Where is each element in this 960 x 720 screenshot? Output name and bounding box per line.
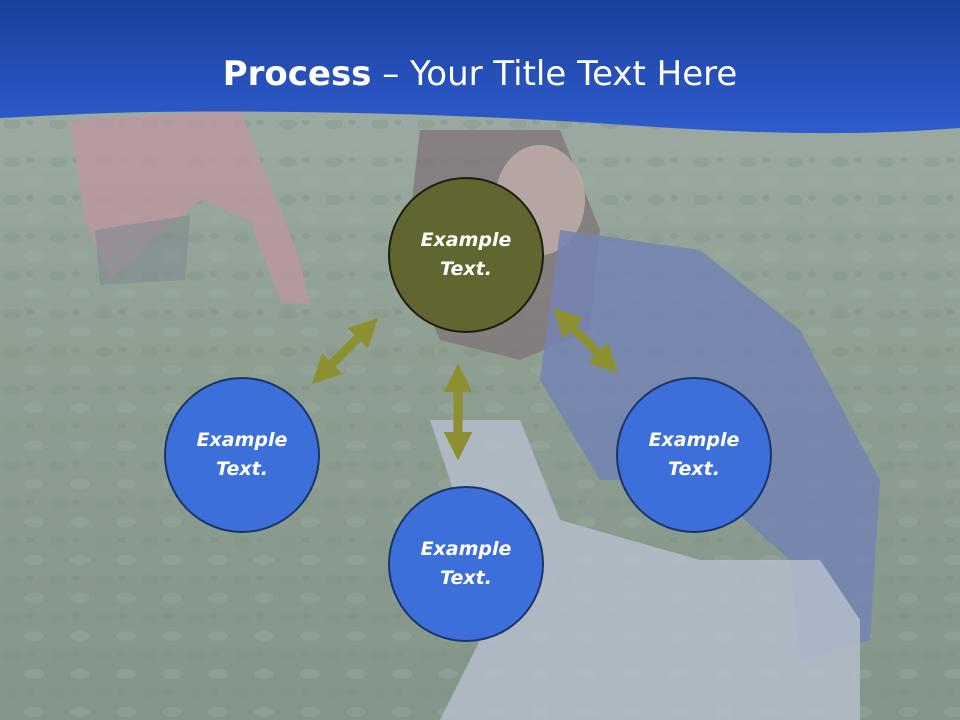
title-bold: Process — [222, 54, 372, 94]
title-rest: – Your Title Text Here — [371, 54, 738, 94]
node-right-text: Example Text. — [648, 429, 740, 480]
header-banner — [0, 0, 960, 134]
arrow-top-left — [311, 317, 379, 385]
page-title: Process – Your Title Text Here — [0, 52, 960, 96]
node-top-text: Example Text. — [420, 229, 512, 280]
node-top: Example Text. — [388, 177, 544, 333]
node-bottom-text: Example Text. — [420, 538, 512, 589]
node-left: Example Text. — [164, 377, 320, 533]
node-left-text: Example Text. — [196, 429, 288, 480]
node-right: Example Text. — [616, 377, 772, 533]
node-bottom: Example Text. — [388, 486, 544, 642]
arrow-top-right — [552, 307, 619, 374]
